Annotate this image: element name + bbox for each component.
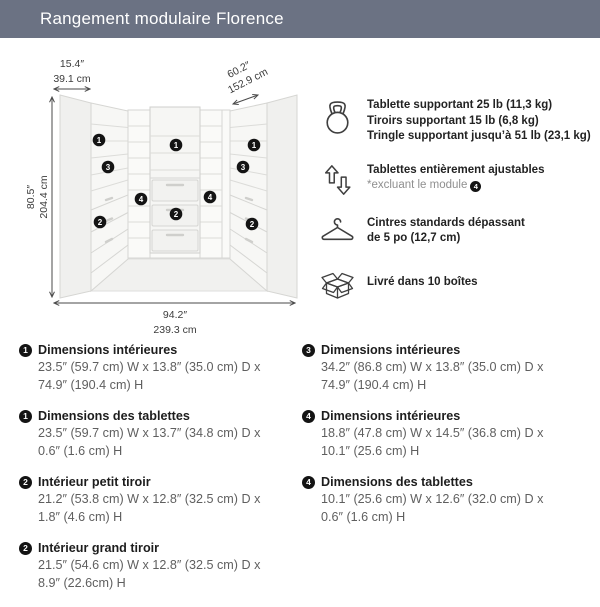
- spec-item: 2 Intérieur petit tiroir 21.2″ (53.8 cm)…: [19, 475, 299, 526]
- spec-list-left: 1 Dimensions intérieures 23.5″ (59.7 cm)…: [19, 343, 299, 607]
- svg-text:80.5″: 80.5″: [25, 185, 37, 209]
- spec-value: 0.6″ (1.6 cm) H: [38, 443, 123, 458]
- left-side-panel: [59, 94, 92, 299]
- spec-item: 2 Intérieur grand tiroir 21.5″ (54.6 cm)…: [19, 541, 299, 592]
- module-badge-3: 3: [236, 160, 250, 174]
- dimension-opening-width: 60.2″ 152.9 cm: [225, 59, 270, 104]
- spec-badge: 3: [302, 343, 315, 357]
- svg-text:3: 3: [106, 163, 111, 172]
- svg-text:4: 4: [208, 193, 213, 202]
- header-bar: Rangement modulaire Florence: [0, 0, 600, 38]
- spec-badge: 2: [19, 475, 32, 489]
- spec-value: 10.1″ (25.6 cm) H: [321, 443, 420, 458]
- svg-text:204.4 cm: 204.4 cm: [38, 175, 50, 218]
- dimension-total-width: 94.2″ 239.3 cm: [54, 303, 295, 336]
- spec-value: 23.5″ (59.7 cm) W x 13.7″ (34.8 cm) D x: [38, 426, 261, 440]
- spec-title: Dimensions des tablettes: [38, 409, 190, 423]
- spec-badge: 4: [302, 409, 315, 423]
- svg-text:3: 3: [241, 163, 246, 172]
- closet-dimension-diagram: 1 3 2 4 1 2 4 1 3 2 15.4″ 39.1 cm 80.5″ …: [25, 58, 298, 336]
- spec-item: 3 Dimensions intérieures 34.2″ (86.8 cm)…: [302, 343, 598, 394]
- spec-title: Intérieur petit tiroir: [38, 475, 151, 489]
- spec-title: Dimensions intérieures: [38, 343, 178, 357]
- spec-item: 4 Dimensions intérieures 18.8″ (47.8 cm)…: [302, 409, 598, 460]
- module-badge-2: 2: [245, 217, 259, 231]
- module-badge-3: 3: [101, 160, 115, 174]
- spec-title: Intérieur grand tiroir: [38, 541, 160, 555]
- feature-line: de 5 po (12,7 cm): [367, 232, 461, 244]
- spec-item: 1 Dimensions des tablettes 23.5″ (59.7 c…: [19, 409, 299, 460]
- feature-adjustable-shelves: Tablettes entièrement ajustables *exclua…: [319, 162, 597, 198]
- feature-list: Tablette supportant 25 lb (11,3 kg) Tiro…: [319, 97, 597, 319]
- dimension-height: 80.5″ 204.4 cm: [25, 97, 52, 297]
- spec-title: Dimensions intérieures: [321, 409, 461, 423]
- module-badge-1: 1: [169, 138, 183, 152]
- feature-line: Tringle supportant jusqu’à 51 lb (23,1 k…: [367, 130, 591, 142]
- svg-text:4: 4: [139, 195, 144, 204]
- spec-title: Dimensions des tablettes: [321, 475, 473, 489]
- center-tower-unit: [149, 106, 201, 254]
- kettlebell-icon: [319, 97, 356, 145]
- spec-value: 10.1″ (25.6 cm) W x 12.6″ (32.0 cm) D x: [321, 492, 544, 506]
- hanger-icon: [319, 215, 356, 247]
- feature-line: Tablette supportant 25 lb (11,3 kg): [367, 99, 553, 111]
- shipping-box-icon: [319, 264, 356, 302]
- svg-text:2: 2: [174, 210, 179, 219]
- spec-badge: 2: [19, 541, 32, 555]
- spec-badge: 1: [19, 409, 32, 423]
- spec-value: 23.5″ (59.7 cm) W x 13.8″ (35.0 cm) D x: [38, 360, 261, 374]
- feature-line: Cintres standards dépassant: [367, 216, 525, 229]
- feature-line: Livré dans 10 boîtes: [367, 276, 478, 289]
- svg-text:1: 1: [174, 141, 179, 150]
- module-badge-1: 1: [247, 138, 261, 152]
- spec-value: 74.9″ (190.4 cm) H: [38, 377, 144, 392]
- feature-hanger-clearance: Cintres standards dépassant de 5 po (12,…: [319, 215, 597, 247]
- feature-weight-capacity: Tablette supportant 25 lb (11,3 kg) Tiro…: [319, 97, 597, 145]
- svg-text:1: 1: [252, 141, 257, 150]
- feature-box-count: Livré dans 10 boîtes: [319, 264, 597, 302]
- svg-text:15.4″: 15.4″: [60, 58, 84, 70]
- spec-badge: 4: [302, 475, 315, 489]
- spec-value: 34.2″ (86.8 cm) W x 13.8″ (35.0 cm) D x: [321, 360, 544, 374]
- spec-title: Dimensions intérieures: [321, 343, 461, 357]
- module-badge-4: 4: [470, 181, 482, 193]
- spec-badge: 1: [19, 343, 32, 357]
- spec-value: 18.8″ (47.8 cm) W x 14.5″ (36.8 cm) D x: [321, 426, 544, 440]
- spec-item: 4 Dimensions des tablettes 10.1″ (25.6 c…: [302, 475, 598, 526]
- module-badge-4: 4: [203, 190, 217, 204]
- spec-value: 21.2″ (53.8 cm) W x 12.8″ (32.5 cm) D x: [38, 492, 261, 506]
- module-badge-2: 2: [93, 215, 107, 229]
- spec-list-right: 3 Dimensions intérieures 34.2″ (86.8 cm)…: [302, 343, 598, 541]
- svg-text:2: 2: [250, 220, 255, 229]
- dimension-side-depth: 15.4″ 39.1 cm: [53, 58, 91, 89]
- spec-value: 1.8″ (4.6 cm) H: [38, 509, 123, 524]
- svg-text:94.2″: 94.2″: [163, 309, 187, 321]
- spec-value: 74.9″ (190.4 cm) H: [321, 377, 427, 392]
- adjustable-shelves-icon: [319, 162, 356, 198]
- spec-value: 0.6″ (1.6 cm) H: [321, 509, 406, 524]
- svg-text:1: 1: [97, 136, 102, 145]
- right-side-panel: [266, 94, 298, 299]
- module-badge-4: 4: [134, 192, 148, 206]
- spec-item: 1 Dimensions intérieures 23.5″ (59.7 cm)…: [19, 343, 299, 394]
- feature-line: Tablettes entièrement ajustables: [367, 163, 545, 176]
- left-wing-unit: [90, 102, 129, 293]
- svg-text:2: 2: [98, 218, 103, 227]
- page-title: Rangement modulaire Florence: [40, 9, 284, 28]
- svg-text:239.3 cm: 239.3 cm: [153, 324, 196, 336]
- svg-text:39.1 cm: 39.1 cm: [53, 73, 91, 85]
- spec-value: 8.9″ (22.6cm) H: [38, 575, 126, 590]
- right-wing-unit: [229, 102, 268, 293]
- feature-line: Tiroirs supportant 15 lb (6,8 kg): [367, 114, 539, 127]
- module-badge-2: 2: [169, 207, 183, 221]
- spec-value: 21.5″ (54.6 cm) W x 12.8″ (32.5 cm) D x: [38, 558, 261, 572]
- module-badge-1: 1: [92, 133, 106, 147]
